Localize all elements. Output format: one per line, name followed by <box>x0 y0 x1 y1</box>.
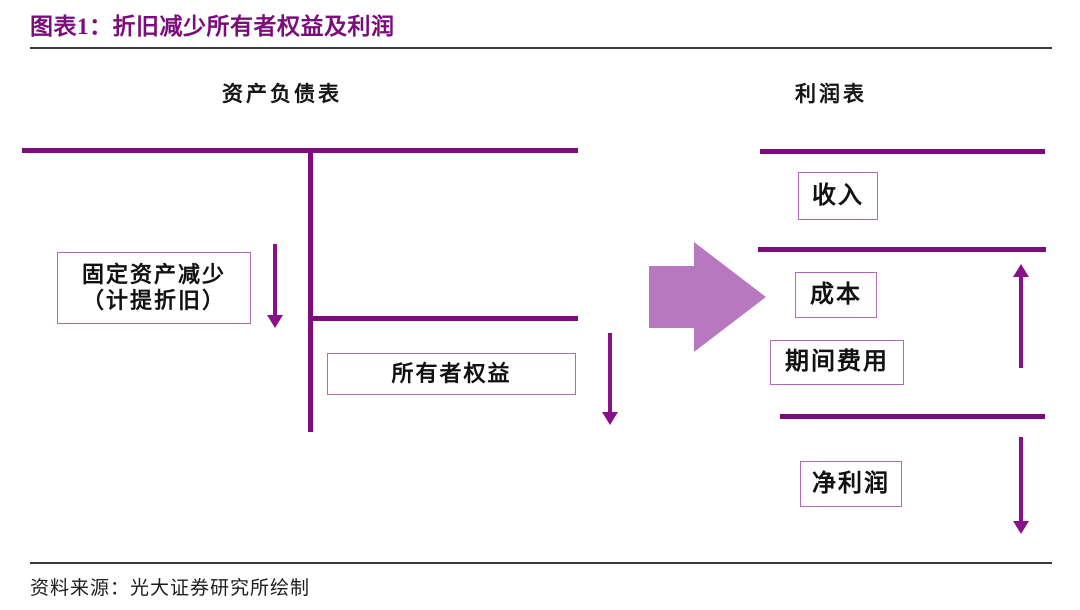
arrow-equity-decrease <box>601 333 619 425</box>
balance-sheet-center-divider <box>308 148 313 432</box>
income-statement-heading: 利润表 <box>795 82 867 106</box>
arrow-cost-increase <box>1012 264 1030 368</box>
box-cost: 成本 <box>795 272 877 318</box>
box-period-expense: 期间费用 <box>770 340 904 385</box>
arrow-assets-decrease <box>266 244 284 328</box>
balance-sheet-top-rule <box>22 148 578 153</box>
income-revenue-rule <box>758 247 1046 252</box>
income-expense-rule <box>780 414 1045 419</box>
figure-title: 图表1：折旧减少所有者权益及利润 <box>30 14 395 39</box>
title-divider <box>30 47 1052 49</box>
box-revenue: 收入 <box>798 172 878 220</box>
balance-sheet-equity-rule <box>308 316 578 321</box>
box-fixed-assets: 固定资产减少 （计提折旧） <box>57 252 251 324</box>
box-owners-equity: 所有者权益 <box>327 353 576 395</box>
arrow-profit-decrease <box>1012 437 1030 534</box>
box-net-profit: 净利润 <box>800 461 902 507</box>
income-top-rule <box>760 149 1045 154</box>
footer-divider <box>30 562 1052 564</box>
source-note: 资料来源：光大证券研究所绘制 <box>30 578 311 599</box>
balance-sheet-heading: 资产负债表 <box>222 82 342 106</box>
